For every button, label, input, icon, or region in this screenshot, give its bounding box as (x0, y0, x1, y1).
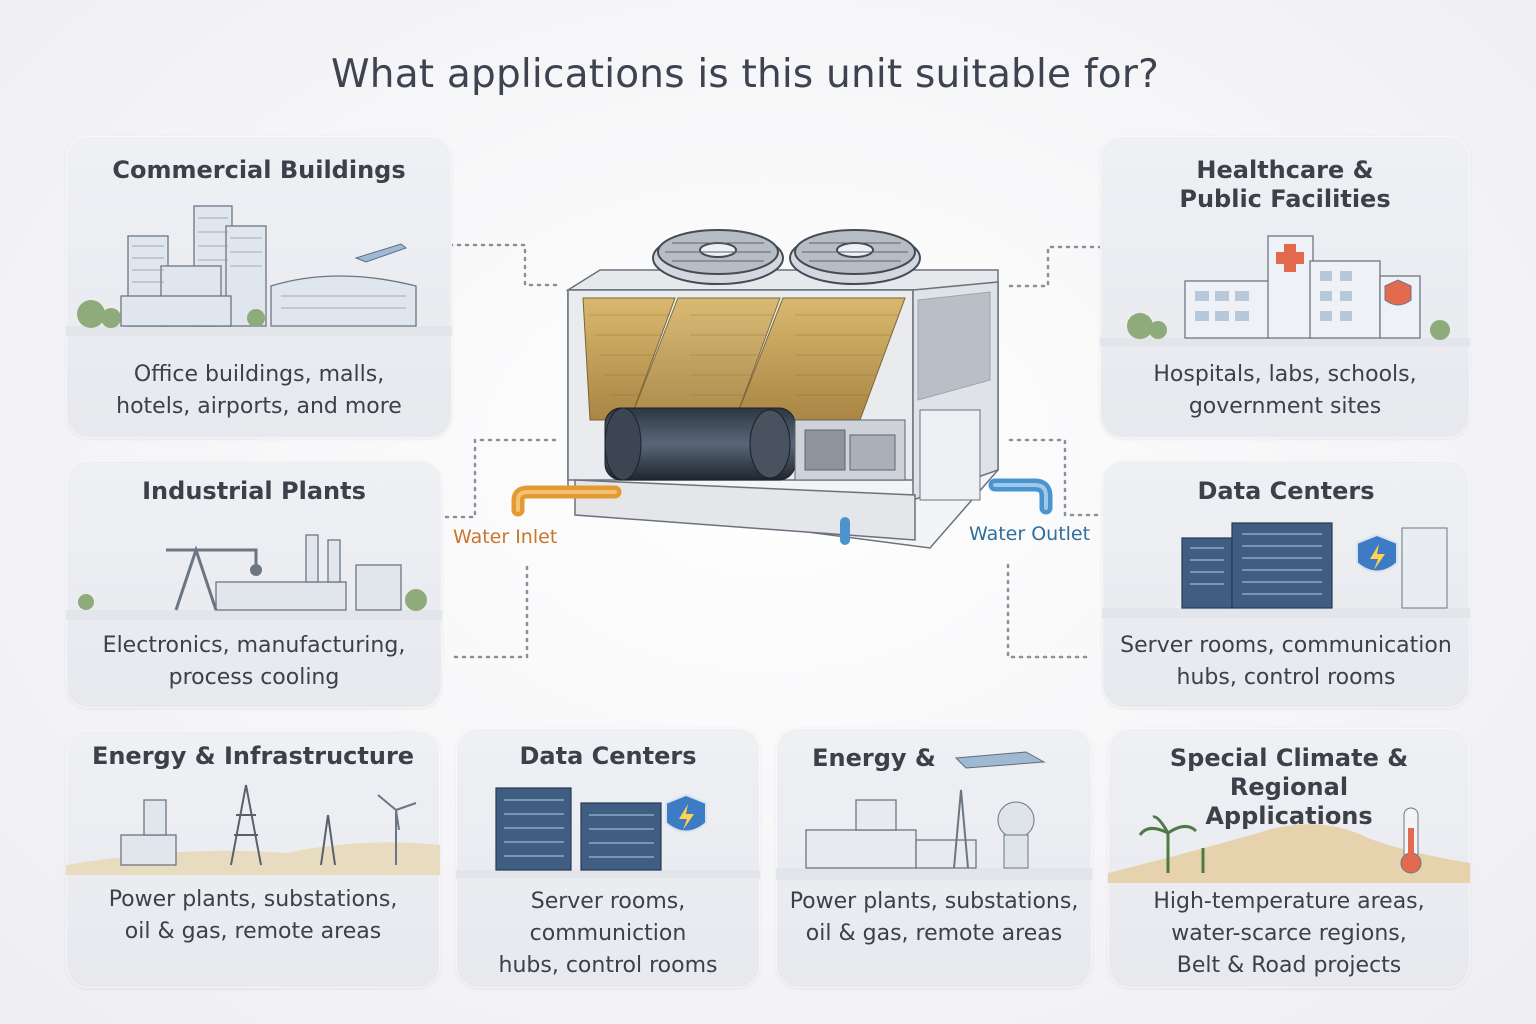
card-commercial-buildings: Commercial Buildings Office buildings, m… (66, 136, 452, 438)
connector-datacenters (1008, 438, 1127, 517)
server-racks-icon (456, 787, 760, 878)
connector-industrial (420, 438, 562, 519)
card-description: Server rooms, communication hubs, contro… (1120, 633, 1452, 690)
connector-industrial-lower (453, 563, 529, 659)
water-outlet-label: Water Outlet (969, 523, 1091, 545)
card-heading: Data Centers (1197, 477, 1375, 505)
card-description: Electronics, manufacturing, process cool… (102, 633, 406, 690)
server-racks-icon (1102, 522, 1470, 618)
power-plant-icon (776, 789, 1092, 880)
card-description: Hospitals, labs, schools, government sit… (1153, 362, 1417, 419)
card-description: Server rooms, communiction hubs, control… (498, 889, 718, 978)
card-description: Power plants, substations, oil & gas, re… (108, 887, 398, 944)
card-industrial-plants: Industrial Plants Electronics, manufactu… (66, 460, 442, 708)
card-healthcare: Healthcare & Public Facilities Hospitals… (1100, 136, 1470, 438)
power-lines-icon (66, 784, 440, 875)
card-description: High-temperature areas, water-scarce reg… (1153, 889, 1425, 978)
water-outlet-pipe (988, 478, 1053, 515)
card-energy-infrastructure: Energy & Infrastructure Power plants, su… (66, 730, 440, 988)
card-data-centers-right: Data Centers Server rooms, communication… (1102, 460, 1470, 708)
card-heading: Healthcare & Public Facilities (1179, 156, 1391, 213)
card-description: Office buildings, malls, hotels, airport… (116, 362, 402, 419)
card-heading: Industrial Plants (142, 477, 366, 505)
card-heading: Energy & Infrastructure (91, 742, 415, 770)
factory-icon (66, 534, 442, 620)
airplane-icon (954, 751, 1046, 769)
city-skyline-icon (66, 205, 452, 336)
card-description: Power plants, substations, oil & gas, re… (789, 889, 1079, 946)
connector-commercial (448, 243, 562, 287)
hospital-icon (1100, 235, 1470, 346)
card-heading: Data Centers (519, 742, 697, 770)
connector-healthcare (1008, 245, 1122, 288)
card-heading: Energy & (812, 744, 936, 772)
card-heading: Commercial Buildings (112, 156, 406, 184)
card-heading: Special Climate & Regional Applications (1169, 744, 1409, 830)
water-inlet-label: Water Inlet (453, 526, 558, 548)
card-data-centers-bottom: Data Centers Server rooms, communiction … (456, 728, 760, 988)
desert-thermometer-icon (1108, 807, 1470, 883)
page-title: What applications is this unit suitable … (331, 52, 1159, 97)
card-special-climate: Special Climate & Regional Applications … (1108, 728, 1470, 988)
card-energy-partial: Energy & Power plants, substations, oil … (776, 728, 1092, 988)
